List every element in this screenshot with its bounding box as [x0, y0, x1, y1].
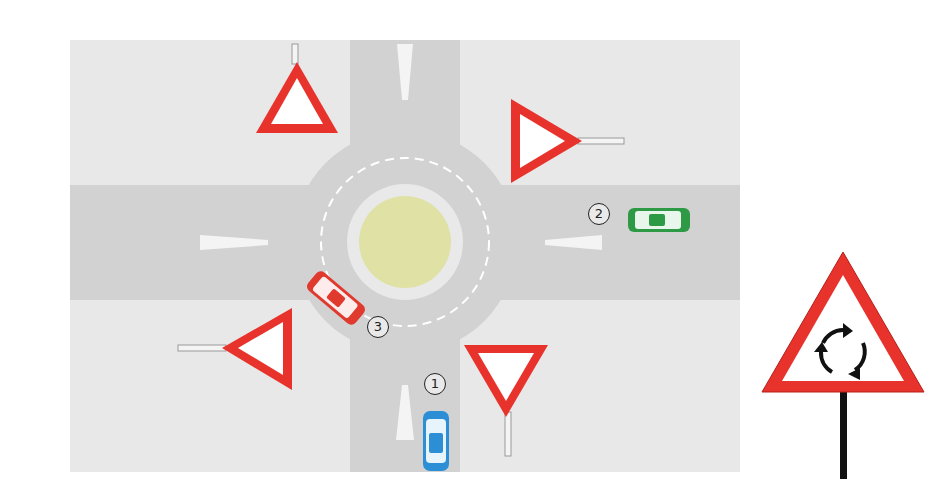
yield-sign	[464, 345, 548, 456]
splitter-island	[200, 235, 268, 250]
roundabout-sign	[762, 252, 924, 479]
callout-number: 3	[367, 316, 389, 338]
central-island	[359, 196, 451, 288]
road-vertical	[350, 40, 460, 472]
car-green	[628, 208, 690, 232]
car-red	[305, 269, 368, 327]
island-border	[347, 184, 463, 300]
yield-sign	[178, 308, 292, 390]
road-horizontal	[70, 185, 740, 300]
callout-number: 1	[424, 373, 446, 395]
splitter-island	[545, 235, 602, 250]
roundabout-ring	[293, 130, 517, 354]
splitter-island	[397, 44, 413, 100]
yield-sign	[256, 44, 338, 133]
splitter-island	[396, 385, 414, 440]
ground	[70, 40, 740, 472]
callout-number: 2	[588, 203, 610, 225]
car-blue	[423, 411, 449, 471]
yield-sign	[511, 99, 624, 183]
